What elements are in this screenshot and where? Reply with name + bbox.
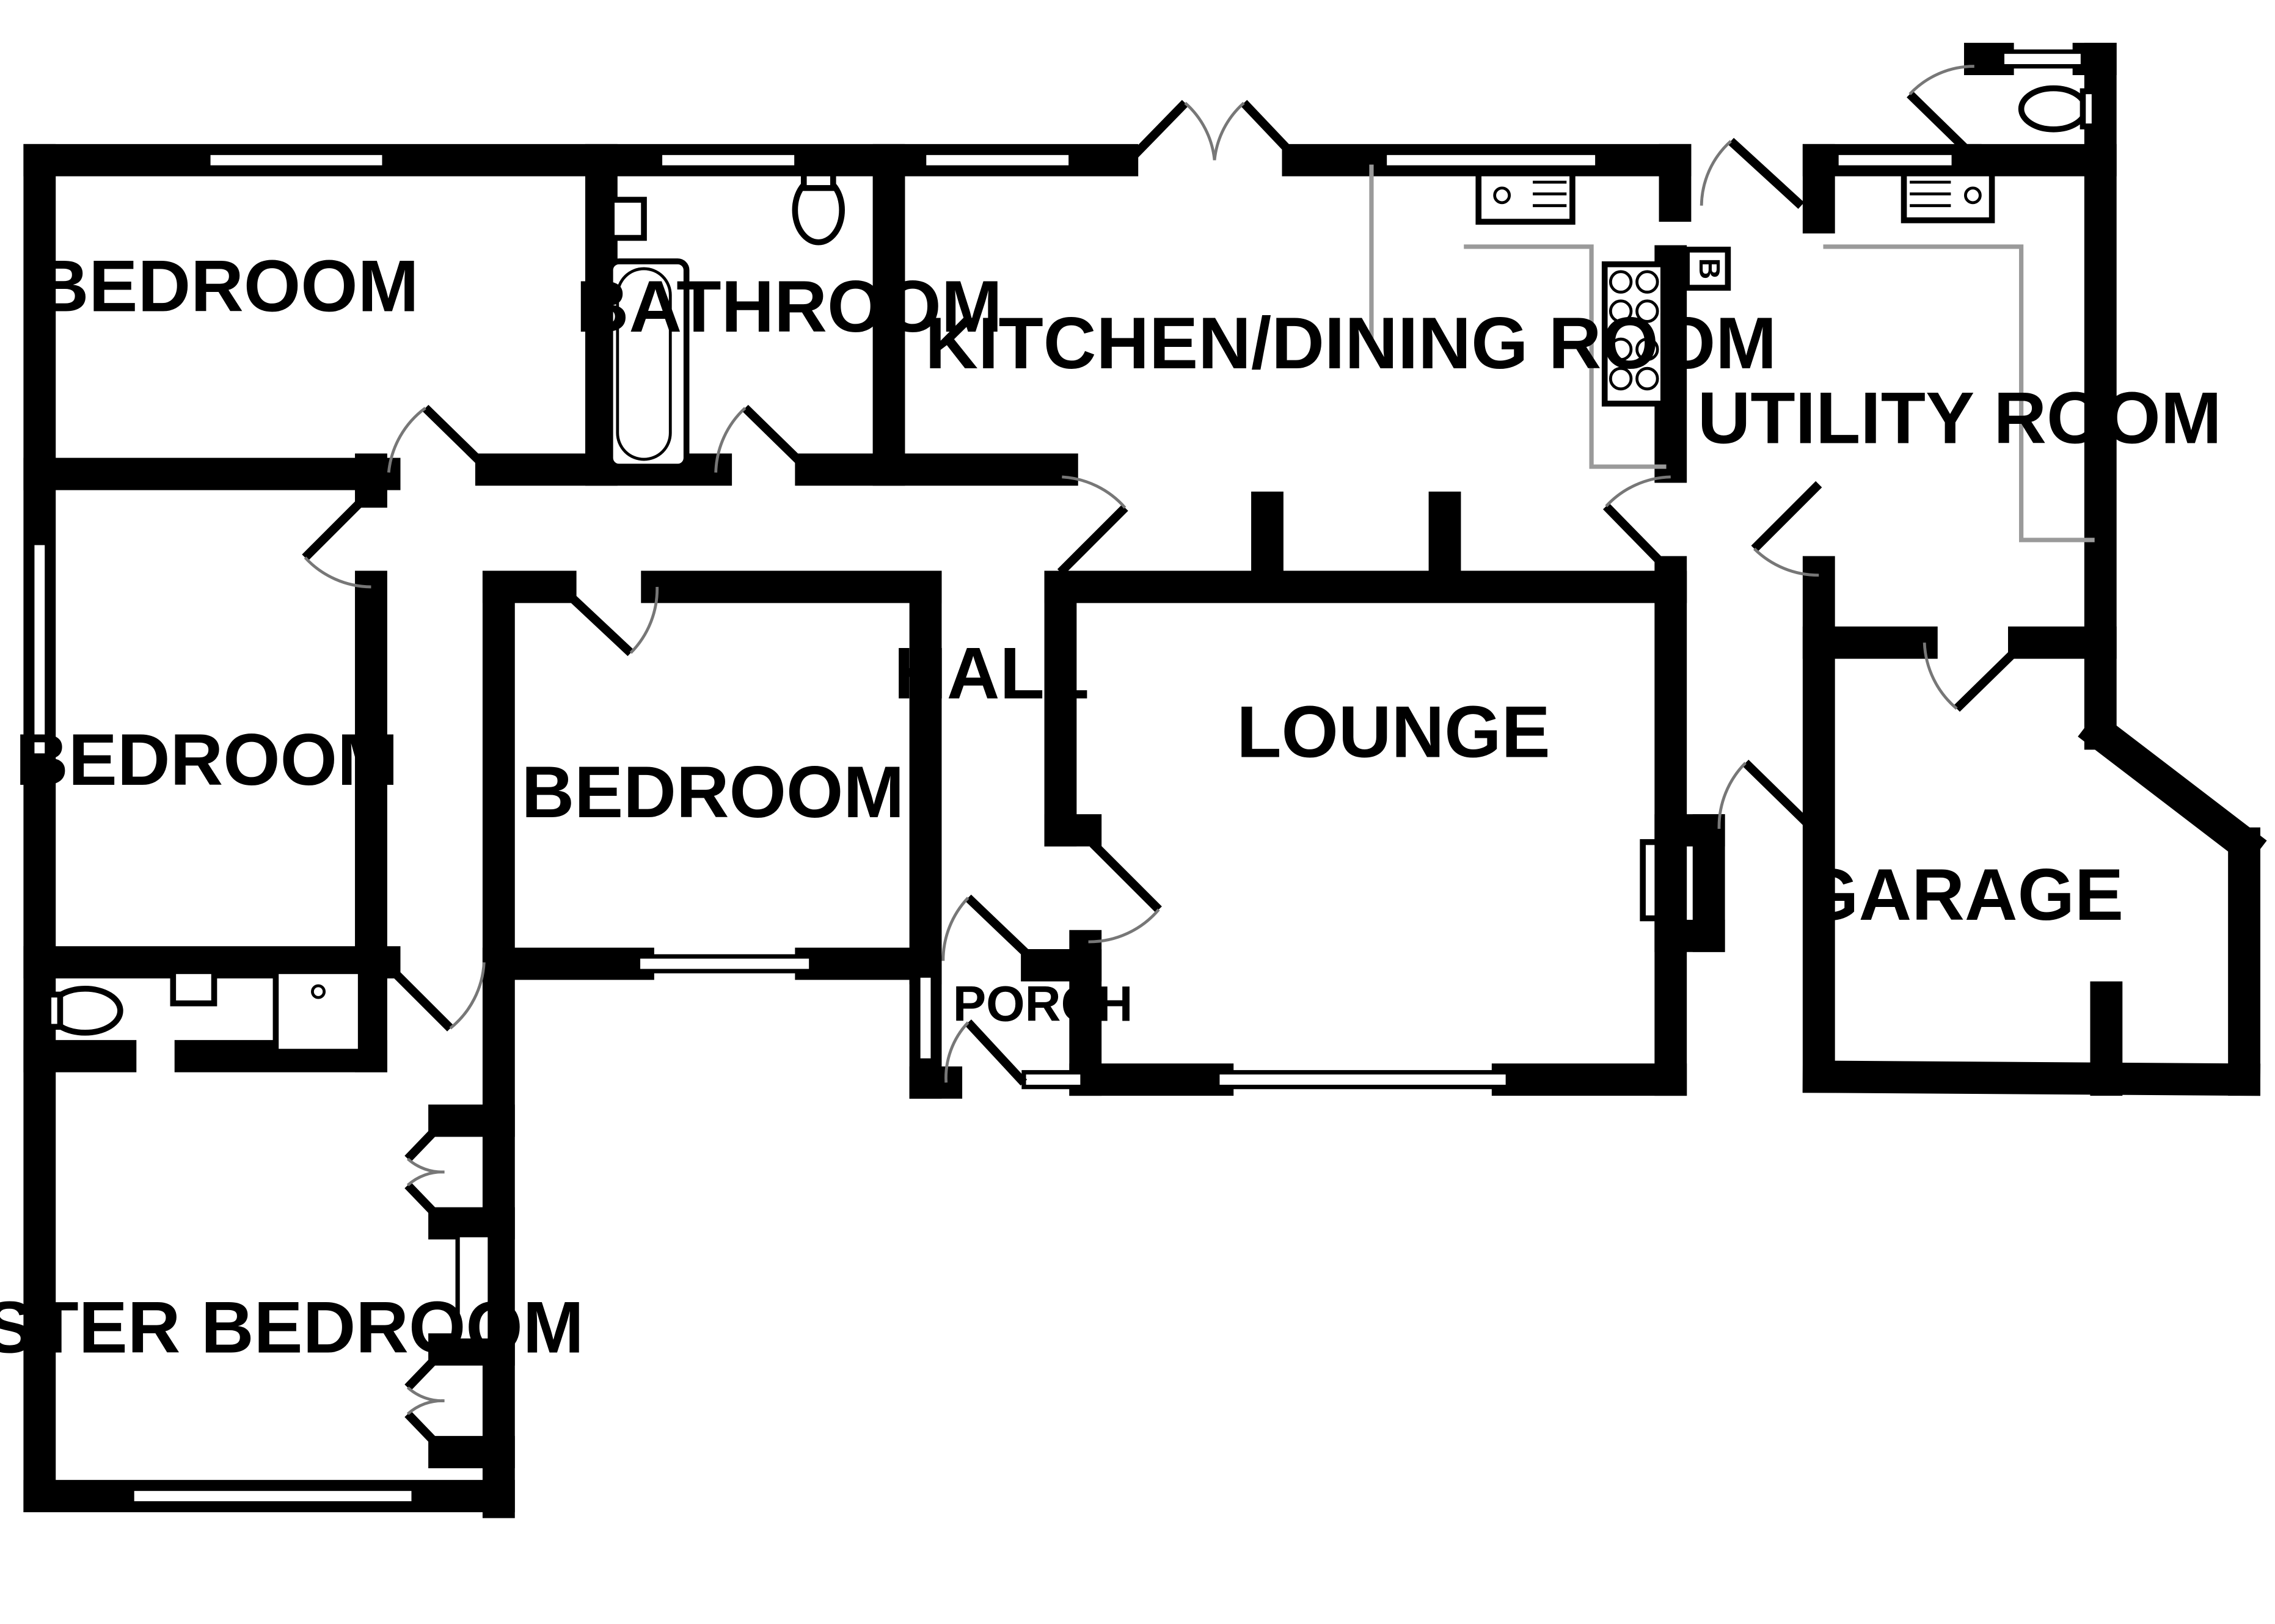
window-bedroom-top bbox=[206, 150, 387, 170]
hob-icon bbox=[1601, 261, 1667, 407]
room-label-bedroom-center: BEDROOM bbox=[521, 751, 904, 833]
door-bedroom-left bbox=[302, 488, 374, 561]
window-utility bbox=[1834, 150, 1956, 170]
wc-cistern bbox=[2080, 88, 2098, 129]
door-back bbox=[1728, 137, 1805, 209]
door-utility bbox=[1751, 481, 1822, 552]
doors bbox=[302, 65, 2028, 1455]
window-bedroom-center bbox=[635, 954, 814, 974]
door-kitchen-hall bbox=[1057, 504, 1128, 576]
hob-ring bbox=[1635, 337, 1659, 362]
shower-drain bbox=[311, 984, 326, 999]
walls bbox=[23, 43, 2267, 1518]
door-wardrobe-1b bbox=[404, 1182, 448, 1226]
room-label-lounge: LOUNGE bbox=[1236, 691, 1550, 773]
hob-ring bbox=[1609, 270, 1633, 294]
door-kitchen-side bbox=[1602, 503, 1674, 575]
window-bathroom bbox=[657, 150, 799, 170]
door-arc bbox=[629, 586, 659, 654]
ensuite-cistern bbox=[45, 991, 64, 1030]
door-lounge bbox=[1089, 840, 1162, 913]
door-bedroom-center bbox=[557, 583, 634, 657]
door-arc bbox=[1213, 101, 1245, 161]
basin-icon bbox=[608, 197, 647, 241]
door-arc bbox=[1753, 547, 1819, 577]
door-wardrobe-2b bbox=[404, 1411, 448, 1455]
window-lounge bbox=[1215, 1070, 1510, 1090]
bath-icon bbox=[607, 258, 690, 470]
sink-drain bbox=[1963, 186, 1982, 205]
door-arc bbox=[714, 407, 747, 473]
shower-icon bbox=[272, 968, 364, 1055]
door-garage-side bbox=[1742, 759, 1816, 832]
door-porch-inner bbox=[965, 894, 1037, 964]
door-arc bbox=[1088, 908, 1160, 944]
window-master bbox=[130, 1486, 416, 1506]
room-label-porch: PORCH bbox=[953, 977, 1133, 1032]
door-arc bbox=[387, 407, 426, 473]
ensuite-basin-icon bbox=[170, 968, 217, 1007]
room-label-bathroom: BATHROOM bbox=[576, 266, 1002, 348]
window-porch-front bbox=[1021, 1070, 1085, 1090]
windows bbox=[30, 49, 2086, 1506]
room-label-garage: GARAGE bbox=[1802, 854, 2123, 936]
door-arc bbox=[1184, 101, 1216, 161]
fireplace-hearth bbox=[1640, 839, 1660, 922]
room-label-bedroom-left: BEDROOM bbox=[15, 719, 398, 801]
fixtures bbox=[45, 85, 2098, 1055]
door-arc bbox=[1700, 140, 1732, 206]
door-bedroom-top bbox=[422, 404, 495, 476]
door-arc bbox=[406, 1157, 445, 1187]
door-wardrobe-1a bbox=[404, 1117, 448, 1162]
door-arc bbox=[406, 1386, 445, 1415]
hob-ring bbox=[1635, 299, 1659, 323]
boiler-label: B bbox=[1693, 258, 1725, 280]
utility-worktop bbox=[1823, 244, 2095, 542]
door-master bbox=[381, 959, 454, 1032]
kitchen-worktop bbox=[1369, 164, 1667, 469]
door-garage-inner bbox=[1953, 639, 2028, 712]
room-label-kitchen: KITCHEN/DINING ROOM bbox=[925, 302, 1777, 384]
wc-toilet-icon bbox=[2018, 85, 2089, 133]
toilet-cistern bbox=[800, 170, 836, 191]
door-french-right bbox=[1240, 100, 1302, 164]
door-arc bbox=[941, 897, 970, 961]
sink-icon bbox=[1475, 170, 1576, 225]
window-porch-side bbox=[916, 973, 935, 1063]
door-french-left bbox=[1126, 100, 1189, 164]
room-label-hall: HALL bbox=[894, 632, 1089, 714]
wall-garage-bottom bbox=[1802, 1060, 2261, 1096]
room-labels: BEDROOM BATHROOM KITCHEN/DINING ROOM UTI… bbox=[0, 246, 2222, 1369]
door-arc bbox=[1923, 643, 1958, 710]
door-wardrobe-2a bbox=[404, 1346, 448, 1391]
hob-ring bbox=[1609, 366, 1633, 391]
door-arc bbox=[1605, 475, 1671, 508]
door-bathroom bbox=[742, 404, 814, 476]
hob-ring bbox=[1635, 366, 1659, 391]
wall-garage-angle bbox=[2078, 711, 2267, 867]
window-bedroom-left bbox=[30, 541, 49, 758]
door-arc bbox=[1908, 65, 1974, 95]
window-landing bbox=[922, 150, 1073, 170]
door-arc bbox=[1062, 475, 1127, 509]
window-wc bbox=[1999, 49, 2086, 69]
sink-drain bbox=[1493, 186, 1511, 205]
hob-ring bbox=[1609, 299, 1633, 323]
door-arc bbox=[1717, 762, 1747, 829]
bath-inner bbox=[616, 267, 672, 461]
boiler-icon bbox=[1684, 246, 1731, 291]
hob-ring bbox=[1609, 337, 1633, 362]
room-label-master-bedroom: MASTER BEDROOM bbox=[0, 1286, 584, 1368]
door-front bbox=[965, 1019, 1028, 1086]
room-label-bedroom-top: BEDROOM bbox=[36, 246, 419, 327]
window-kitchen bbox=[1382, 150, 1600, 170]
room-label-utility: UTILITY ROOM bbox=[1698, 377, 2222, 459]
window-wardrobe-mirror bbox=[455, 1233, 492, 1343]
door-arc bbox=[304, 556, 371, 589]
door-arc bbox=[944, 1021, 970, 1083]
door-arc bbox=[449, 962, 486, 1030]
hob-ring bbox=[1635, 270, 1659, 294]
door-wc bbox=[1907, 91, 1977, 161]
